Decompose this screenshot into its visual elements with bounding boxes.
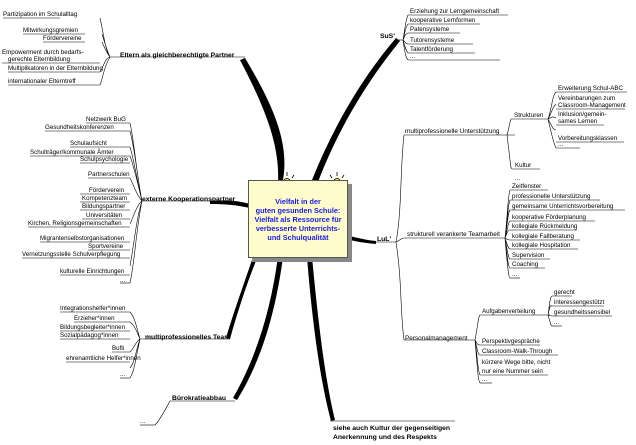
personal-item[interactable]: Perspektivgespräche bbox=[482, 338, 540, 345]
aufgaben-item: ... bbox=[554, 319, 560, 326]
aufgaben-item[interactable]: gerecht bbox=[554, 289, 575, 296]
struk-item[interactable]: Supervision bbox=[512, 252, 545, 259]
sus-item[interactable]: kooperative Lernformen bbox=[410, 17, 476, 24]
struk-item[interactable]: kollegiale Hospitation bbox=[512, 242, 571, 249]
extern-item[interactable]: Sportvereine bbox=[88, 243, 124, 250]
lul-multi-title[interactable]: multiprofessionelle Unterstützung bbox=[405, 128, 500, 135]
sus-item[interactable]: Tutorensysteme bbox=[410, 37, 455, 44]
extern-item[interactable]: Schulpsychologie bbox=[80, 156, 129, 163]
buero-item: ... bbox=[140, 418, 146, 425]
struk-item[interactable]: professionelle Unterstützung bbox=[512, 193, 591, 200]
branch-eltern bbox=[240, 58, 285, 182]
sus-branch-title[interactable]: SuS' bbox=[380, 33, 395, 40]
team-item[interactable]: Bildungsbegleiter*innen bbox=[60, 324, 126, 331]
extern-item: ... bbox=[120, 277, 126, 284]
struk-item[interactable]: kooperative Förderplanung bbox=[512, 214, 586, 221]
buero-branch-title[interactable]: Bürokratieabbau bbox=[172, 395, 227, 402]
extern-item[interactable]: Netzwerk BuG bbox=[86, 116, 126, 123]
struk-item[interactable]: Coaching bbox=[512, 261, 539, 268]
sub-connectors bbox=[2, 14, 627, 426]
kultur-branch-title-line1[interactable]: siehe auch Kultur der gegenseitigen bbox=[333, 425, 451, 432]
branch-team bbox=[226, 254, 258, 339]
extern-item[interactable]: Partnerschulen bbox=[88, 171, 130, 178]
strukturen-item[interactable]: sames Lernen bbox=[558, 118, 598, 125]
eltern-branch-title[interactable]: Eltern als gleichberechtigte Partner bbox=[120, 52, 235, 59]
strukturen-item[interactable]: Classroom-Management bbox=[558, 102, 626, 109]
team-item[interactable]: Erzieher*innen bbox=[74, 315, 115, 322]
struk-item[interactable]: kollegiale Fallberatung bbox=[512, 233, 574, 240]
branch-sus bbox=[312, 38, 400, 182]
strukturen-item[interactable]: Vorbereitungsklassen bbox=[558, 135, 618, 142]
eltern-item[interactable]: Empowerment durch bedarfs- bbox=[2, 49, 84, 56]
eltern-item[interactable]: Multiplikatoren in der Elternbildung bbox=[8, 65, 103, 72]
lul-struk-title[interactable]: strukturell verankerte Teamarbeit bbox=[407, 231, 500, 238]
lul-personal-title[interactable]: Personalmanagement bbox=[405, 335, 468, 342]
eltern-item[interactable]: Fördervereine bbox=[43, 35, 82, 42]
extern-item[interactable]: Universitäten bbox=[86, 212, 123, 219]
extern-item[interactable]: Schulträger/kommunale Ämter bbox=[30, 149, 114, 156]
central-topic-line: und Schulqualität bbox=[267, 232, 329, 242]
extern-item[interactable]: Vernetzungsstelle Schulverpflegung bbox=[22, 251, 121, 258]
team-branch-title[interactable]: multiprofessionelles Team bbox=[145, 334, 231, 341]
extern-item[interactable]: Gesundheitskonferenzen bbox=[45, 124, 114, 131]
personal-item[interactable]: Classroom-Walk-Through bbox=[482, 348, 553, 355]
team-item: ... bbox=[120, 371, 126, 378]
extern-item[interactable]: Kompetenzteam bbox=[82, 195, 128, 202]
team-item[interactable]: Bufti bbox=[112, 345, 125, 352]
eltern-item[interactable]: internationaler Elterntreff bbox=[8, 78, 76, 85]
eltern-item[interactable]: Partizipation im Schulalltag bbox=[3, 11, 78, 18]
extern-item[interactable]: kulturelle Einrichtungen bbox=[60, 268, 125, 275]
struk-item[interactable]: kollegiale Rückmeldung bbox=[512, 223, 578, 230]
kultur-branch-title-line2[interactable]: Anerkennung und des Respekts bbox=[333, 434, 437, 441]
sus-item[interactable]: Erziehung zur Lerngemeinschaft bbox=[410, 8, 500, 15]
extern-item[interactable]: Schulaufsicht bbox=[70, 140, 107, 147]
sus-item[interactable]: Patensysteme bbox=[410, 26, 450, 33]
central-topic-line: Vielfalt als Ressource für bbox=[254, 214, 342, 224]
strukturen-item: ... bbox=[558, 141, 564, 148]
strukturen-item[interactable]: Vereinbarungen zum bbox=[558, 95, 616, 102]
personal-item: ... bbox=[482, 376, 488, 383]
extern-item[interactable]: Bildungspartner bbox=[82, 203, 126, 210]
strukturen-item[interactable]: Erweiterung Schul-ABC bbox=[558, 85, 623, 92]
lul-strukturen-title[interactable]: Strukturen bbox=[514, 112, 544, 119]
sus-item: ... bbox=[410, 53, 416, 60]
branch-kultur bbox=[307, 257, 335, 421]
aufgaben-item[interactable]: interessengestützt bbox=[554, 299, 605, 306]
branch-extern bbox=[210, 200, 250, 208]
team-item[interactable]: Sozialpädagog*innen bbox=[60, 332, 119, 339]
struk-item[interactable]: Zeitfenster bbox=[512, 183, 542, 190]
team-item[interactable]: ehrenamtliche Helfer*innen bbox=[66, 355, 141, 362]
extern-branch-title[interactable]: externe Kooperationspartner bbox=[142, 196, 236, 203]
central-topic-line: Vielfalt in der bbox=[275, 196, 321, 206]
extern-item[interactable]: Kirchen, Religionsgemeinschaften bbox=[28, 220, 122, 227]
struk-item[interactable]: gemeinsame Unterrichtsvorbereitung bbox=[512, 203, 614, 210]
sus-item[interactable]: Talentförderung bbox=[410, 46, 453, 53]
lul-branch-title[interactable]: LuL' bbox=[377, 236, 392, 243]
struk-item: ... bbox=[512, 271, 518, 278]
main-branches bbox=[210, 38, 400, 421]
strukturen-item[interactable]: Inklusion/gemein- bbox=[558, 111, 607, 118]
central-topic-line: guten gesunden Schule: bbox=[255, 205, 341, 215]
branch-lul bbox=[346, 235, 376, 244]
eltern-item[interactable]: gerechte Elternbildung bbox=[8, 56, 70, 63]
extern-item[interactable]: Migrantenselbstorganisationen bbox=[40, 235, 125, 242]
aufgaben-item[interactable]: gesundheitssensibel bbox=[554, 309, 611, 316]
personal-item[interactable]: nur eine Nummer sein bbox=[482, 368, 543, 375]
central-topic[interactable]: Vielfalt in der guten gesunden Schule: V… bbox=[248, 180, 348, 258]
extern-item[interactable]: Förderverein bbox=[89, 187, 125, 194]
central-topic-line: verbesserte Unterrichts- bbox=[255, 223, 341, 233]
personal-item[interactable]: kürzere Wege bitte, nicht bbox=[482, 359, 551, 366]
eltern-item[interactable]: Mitwirkungsgremien bbox=[23, 27, 79, 34]
team-item[interactable]: Integrationshelfer*innen bbox=[60, 305, 126, 312]
branch-buero bbox=[233, 256, 283, 400]
lul-multi-dots: ... bbox=[515, 175, 521, 182]
aufgaben-title[interactable]: Aufgabenverteilung bbox=[482, 308, 536, 315]
lul-kultur-item[interactable]: Kultur bbox=[515, 162, 532, 169]
